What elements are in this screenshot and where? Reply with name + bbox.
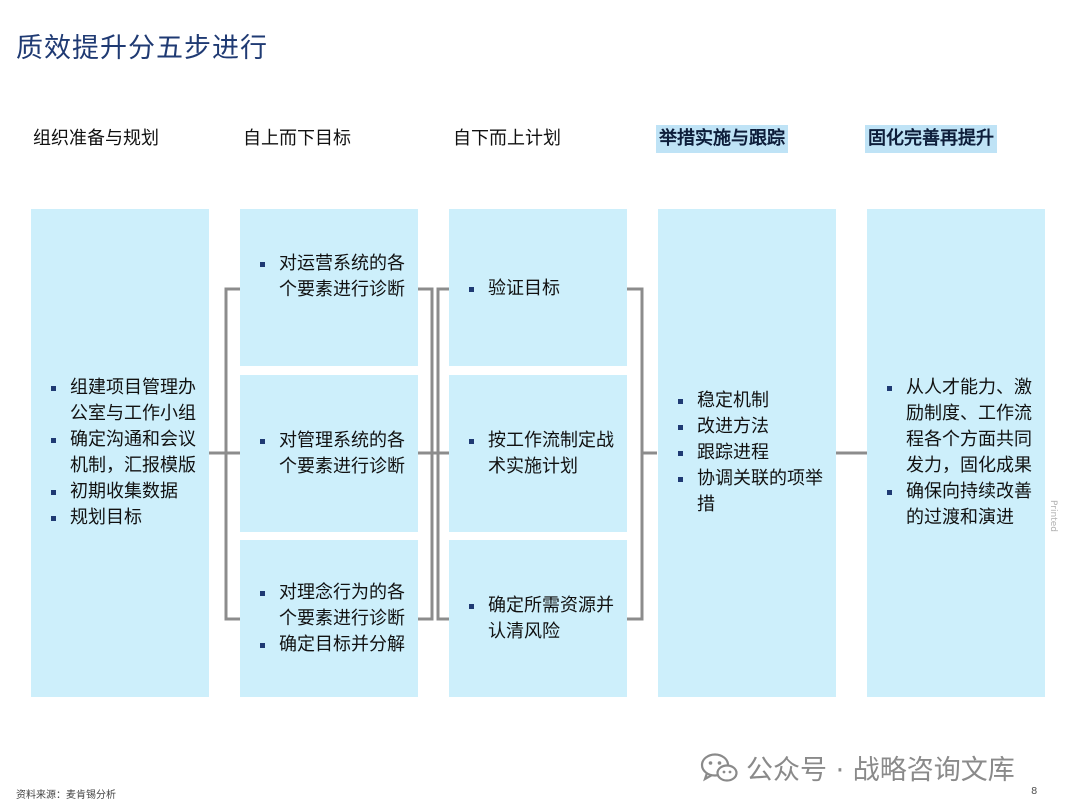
list-item: 验证目标 [461, 276, 617, 302]
column-header-2: 自上而下目标 [243, 128, 351, 149]
box-col5: 从人才能力、激励制度、工作流程各个方面共同发力，固化成果 确保向持续改善的过渡和… [867, 209, 1045, 697]
column-header-1: 组织准备与规划 [33, 128, 159, 149]
box-col3-bot: 确定所需资源并认清风险 [449, 540, 627, 697]
list-item: 组建项目管理办公室与工作小组 [43, 375, 199, 427]
list-item: 从人才能力、激励制度、工作流程各个方面共同发力，固化成果 [879, 375, 1035, 479]
box-col2-top: 对运营系统的各个要素进行诊断 [240, 209, 418, 366]
list-item: 确保向持续改善的过渡和演进 [879, 479, 1035, 531]
watermark: 公众号 · 战略咨询文库 [700, 748, 1015, 787]
list-item: 规划目标 [43, 505, 199, 531]
column-header-5: 固化完善再提升 [865, 125, 997, 153]
list-item: 改进方法 [670, 414, 826, 440]
list-item: 跟踪进程 [670, 440, 826, 466]
column-header-4: 举措实施与跟踪 [656, 125, 788, 153]
list-item: 对管理系统的各个要素进行诊断 [252, 428, 408, 480]
list-item: 按工作流制定战术实施计划 [461, 428, 617, 480]
box-col1: 组建项目管理办公室与工作小组 确定沟通和会议机制，汇报模版 初期收集数据 规划目… [31, 209, 209, 697]
list-item: 确定目标并分解 [252, 632, 408, 658]
list-item: 协调关联的项举措 [670, 466, 826, 518]
box-col3-mid: 按工作流制定战术实施计划 [449, 375, 627, 532]
connector-2-3-right-bracket [436, 287, 449, 621]
wechat-icon [700, 752, 738, 782]
column-header-3: 自下而上计划 [453, 128, 561, 149]
list-item: 确定沟通和会议机制，汇报模版 [43, 427, 199, 479]
page-number: 8 [1031, 786, 1038, 797]
box-col2-mid: 对管理系统的各个要素进行诊断 [240, 375, 418, 532]
box-col4: 稳定机制 改进方法 跟踪进程 协调关联的项举措 [658, 209, 836, 697]
watermark-text: 公众号 · 战略咨询文库 [746, 755, 1015, 786]
list-item: 确定所需资源并认清风险 [461, 593, 617, 645]
list-item: 对运营系统的各个要素进行诊断 [252, 251, 408, 303]
list-item: 初期收集数据 [43, 479, 199, 505]
page-title: 质效提升分五步进行 [16, 33, 268, 64]
box-col3-top: 验证目标 [449, 209, 627, 366]
printed-label: Printed [1048, 500, 1058, 532]
list-item: 对理念行为的各个要素进行诊断 [252, 580, 408, 632]
list-item: 稳定机制 [670, 388, 826, 414]
connector-3-4-bracket [627, 287, 644, 621]
box-col2-bot: 对理念行为的各个要素进行诊断 确定目标并分解 [240, 540, 418, 697]
source-note: 资料来源：麦肯锡分析 [16, 790, 116, 801]
